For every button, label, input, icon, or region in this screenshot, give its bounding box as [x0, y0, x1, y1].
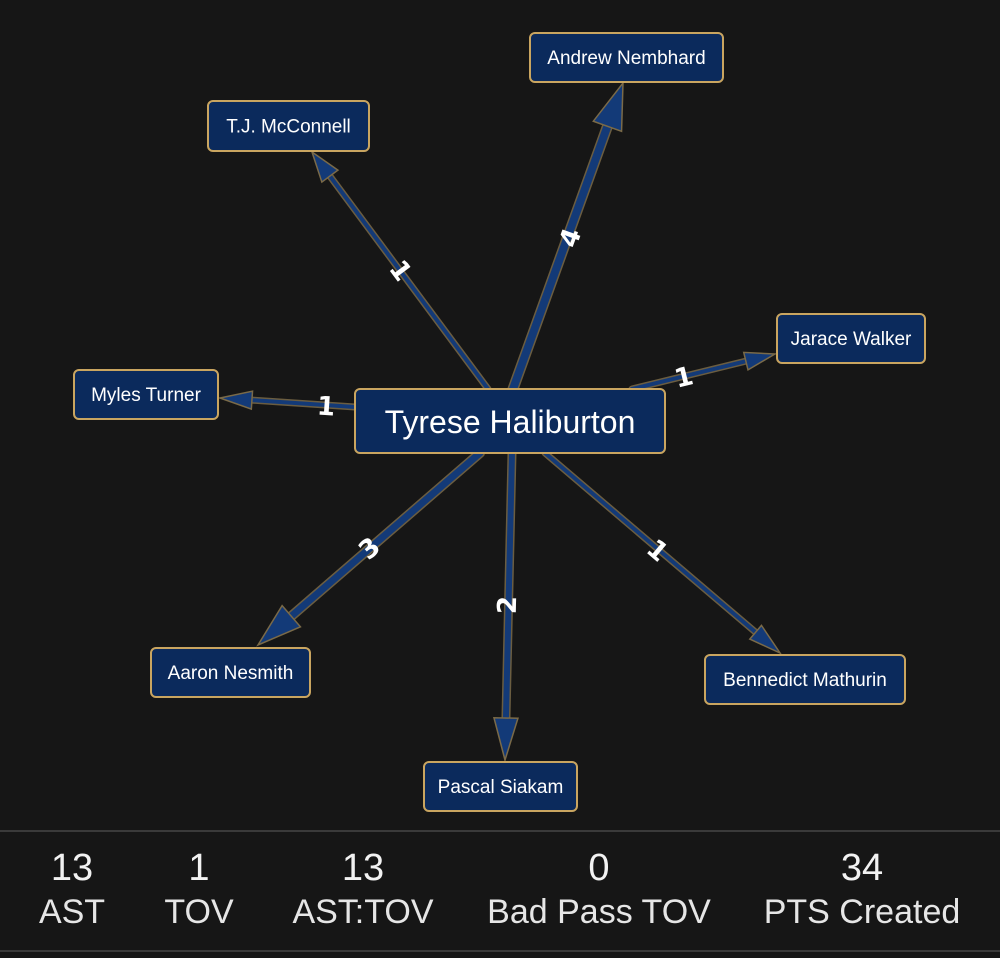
edge-mcconnell — [327, 174, 490, 391]
node-nesmith[interactable]: Aaron Nesmith — [150, 647, 311, 698]
node-center[interactable]: Tyrese Haliburton — [354, 388, 666, 454]
stat-ast-value: 13 — [50, 847, 94, 889]
edge-siakam-arrowhead — [492, 716, 519, 763]
stat-bad-pass-tov-label: Bad Pass TOV — [487, 893, 711, 931]
edge-mathurin-arrowhead — [748, 624, 783, 655]
edge-siakam — [502, 450, 515, 722]
edge-label-siakam: 2 — [493, 596, 523, 615]
edge-walker-arrowhead — [742, 351, 778, 372]
stat-pts-created-label: PTS Created — [763, 893, 961, 931]
stat-bad-pass-tov: 0 Bad Pass TOV — [487, 846, 711, 934]
edges-layer — [217, 80, 783, 763]
node-nesmith-label: Aaron Nesmith — [168, 663, 294, 684]
edge-nembhard-arrowhead — [592, 80, 624, 133]
node-center-label: Tyrese Haliburton — [385, 404, 636, 440]
stat-ast: 13 AST — [39, 846, 105, 934]
node-nembhard-label: Andrew Nembhard — [547, 48, 705, 69]
stats-bar: 13 AST 1 TOV 13 AST:TOV 0 Bad Pass TOV 3… — [0, 830, 1000, 952]
stat-ast-tov: 13 AST:TOV — [292, 846, 433, 934]
node-walker-box — [776, 313, 926, 364]
edge-nesmith-arrowhead — [256, 604, 302, 647]
node-nesmith-box — [150, 647, 311, 698]
node-turner-label: Myles Turner — [91, 385, 201, 406]
node-mcconnell-box — [207, 100, 370, 152]
stat-ast-label: AST — [38, 893, 106, 931]
edge-label-walker: 1 — [672, 361, 697, 394]
node-mcconnell-label: T.J. McConnell — [226, 117, 351, 138]
node-nembhard-box — [529, 32, 724, 83]
node-center-box — [354, 388, 666, 454]
edge-nesmith — [287, 449, 484, 620]
stat-tov-value: 1 — [188, 847, 210, 889]
node-walker[interactable]: Jarace Walker — [776, 313, 926, 364]
edge-turner-arrowhead — [217, 390, 254, 411]
node-mathurin-label: Bennedict Mathurin — [723, 670, 887, 691]
stat-tov-label: TOV — [164, 893, 234, 931]
node-turner[interactable]: Myles Turner — [73, 369, 219, 420]
stat-bad-pass-tov-value: 0 — [588, 847, 610, 889]
edge-label-turner: 1 — [316, 391, 336, 422]
stat-pts-created-value: 34 — [840, 847, 884, 889]
node-siakam-label: Pascal Siakam — [438, 777, 564, 798]
stat-ast-tov-label: AST:TOV — [292, 893, 434, 931]
node-walker-label: Jarace Walker — [791, 329, 912, 350]
node-mathurin-box — [704, 654, 906, 705]
node-mcconnell[interactable]: T.J. McConnell — [207, 100, 370, 152]
node-turner-box — [73, 369, 219, 420]
stat-pts-created: 34 PTS Created — [764, 846, 961, 934]
edge-nembhard — [509, 122, 612, 393]
edge-turner — [249, 398, 357, 409]
edge-mathurin — [543, 451, 758, 635]
edge-walker — [630, 359, 748, 391]
stat-ast-tov-value: 13 — [341, 847, 385, 889]
node-siakam[interactable]: Pascal Siakam — [423, 761, 578, 812]
edge-mcconnell-arrowhead — [310, 150, 340, 184]
node-siakam-box — [423, 761, 578, 812]
node-mathurin[interactable]: Bennedict Mathurin — [704, 654, 906, 705]
stat-tov: 1 TOV — [164, 846, 233, 934]
node-nembhard[interactable]: Andrew Nembhard — [529, 32, 724, 83]
